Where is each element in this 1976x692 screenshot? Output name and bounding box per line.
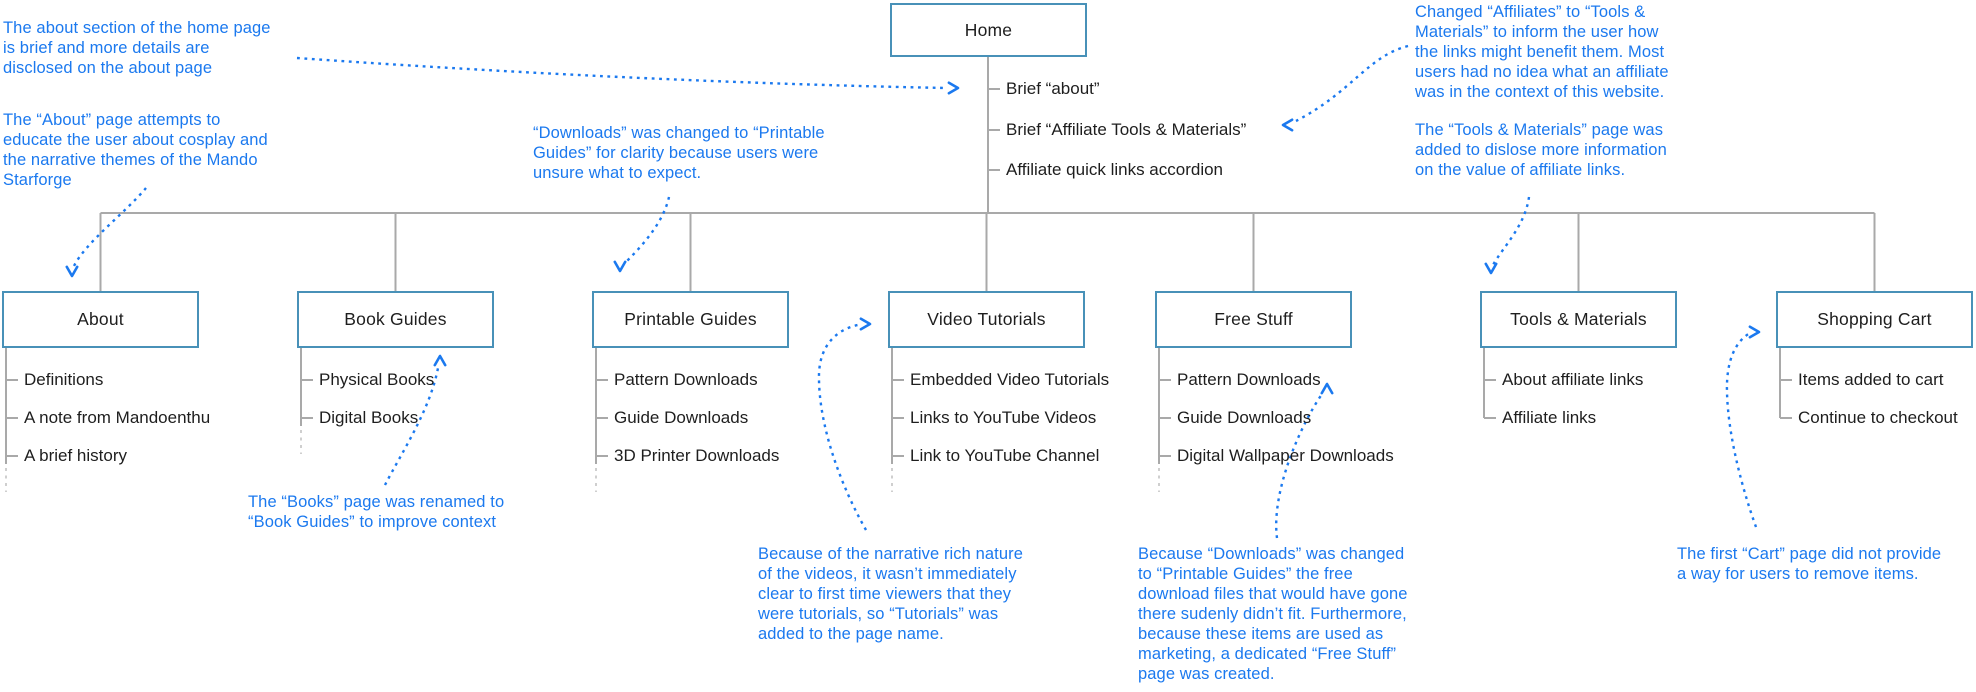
node-box-cart[interactable]: Shopping Cart: [1776, 291, 1973, 348]
node-label-video: Video Tutorials: [927, 309, 1046, 329]
node-box-home[interactable]: Home: [890, 3, 1087, 57]
annotation-free-stuff-created-note[interactable]: Because “Downloads” was changed to “Prin…: [1138, 545, 1408, 683]
node-label-about: About: [77, 309, 124, 329]
node-label-tools: Tools & Materials: [1510, 309, 1647, 329]
node-item[interactable]: Guide Downloads: [1177, 408, 1312, 427]
node-item[interactable]: About affiliate links: [1502, 370, 1644, 389]
node-item[interactable]: Affiliate quick links accordion: [1006, 160, 1224, 179]
arrow-to-free-item: [1275, 393, 1323, 539]
annotation-about-home-note[interactable]: The about section of the home page is br…: [3, 19, 271, 77]
node-item[interactable]: Pattern Downloads: [1177, 370, 1321, 389]
node-box-printable[interactable]: Printable Guides: [592, 291, 789, 348]
node-item[interactable]: Link to YouTube Channel: [910, 446, 1100, 465]
node-item[interactable]: Continue to checkout: [1798, 408, 1958, 427]
annotation-tutorials-added-note[interactable]: Because of the narrative rich nature of …: [758, 545, 1023, 643]
arrow-to-cart-box: [1725, 331, 1758, 528]
node-item[interactable]: A note from Mandoenthu: [24, 408, 211, 427]
arrow-to-video-box: [817, 323, 868, 531]
annotation-downloads-renamed-note[interactable]: “Downloads” was changed to “Printable Gu…: [533, 124, 825, 182]
node-item[interactable]: Digital Books: [319, 408, 419, 427]
node-item[interactable]: Embedded Video Tutorials: [910, 370, 1110, 389]
node-box-tools[interactable]: Tools & Materials: [1480, 291, 1677, 348]
annotation-arrows: [65, 44, 1761, 539]
annotation-cart-remove-items-note[interactable]: The first “Cart” page did not provide a …: [1677, 545, 1942, 583]
arrow-to-brief-about: [296, 56, 947, 90]
arrow-to-about-box: [72, 187, 147, 267]
node-item[interactable]: Pattern Downloads: [614, 370, 758, 389]
node-label-printable: Printable Guides: [624, 309, 757, 329]
node-item[interactable]: Brief “Affiliate Tools & Materials”: [1006, 120, 1247, 139]
node-label-cart: Shopping Cart: [1817, 309, 1932, 329]
arrow-to-brief-affiliate: [1295, 44, 1409, 123]
node-item[interactable]: Items added to cart: [1798, 370, 1944, 389]
node-label-free: Free Stuff: [1214, 309, 1293, 329]
node-label-home: Home: [964, 19, 1013, 40]
node-box-books[interactable]: Book Guides: [297, 291, 494, 348]
node-box-about[interactable]: About: [2, 291, 199, 348]
node-label-books: Book Guides: [344, 309, 447, 329]
node-box-free[interactable]: Free Stuff: [1155, 291, 1352, 348]
node-item[interactable]: A brief history: [24, 446, 127, 465]
node-item[interactable]: Digital Wallpaper Downloads: [1177, 446, 1394, 465]
node-item[interactable]: 3D Printer Downloads: [614, 446, 780, 465]
node-item[interactable]: Definitions: [24, 370, 104, 389]
node-item[interactable]: Brief “about”: [1006, 79, 1100, 98]
annotation-about-page-note[interactable]: The “About” page attempts to educate the…: [3, 111, 268, 189]
annotation-tools-added-note[interactable]: The “Tools & Materials” page was added t…: [1415, 121, 1667, 179]
annotation-affiliates-renamed-note[interactable]: Changed “Affiliates” to “Tools & Materia…: [1415, 3, 1669, 101]
node-item[interactable]: Links to YouTube Videos: [910, 408, 1097, 427]
arrow-to-printable-box: [623, 196, 671, 265]
node-item[interactable]: Affiliate links: [1502, 408, 1597, 427]
node-item[interactable]: Physical Books: [319, 370, 435, 389]
tree-connectors: [5, 57, 1876, 492]
node-item[interactable]: Guide Downloads: [614, 408, 749, 427]
annotation-books-renamed-note[interactable]: The “Books” page was renamed to “Book Gu…: [248, 493, 505, 531]
node-box-video[interactable]: Video Tutorials: [888, 291, 1085, 348]
arrow-to-tools-box: [1491, 196, 1531, 266]
